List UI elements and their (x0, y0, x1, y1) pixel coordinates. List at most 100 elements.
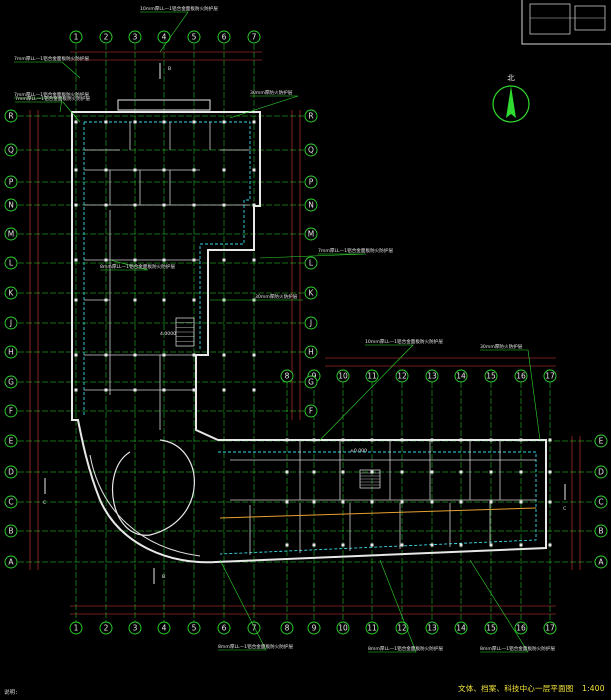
structural-column (370, 438, 374, 442)
axis-bubble-bottom-6-label: 6 (222, 624, 227, 633)
structural-column (162, 388, 166, 392)
axis-bubble-bottom-10-label: 10 (338, 624, 348, 633)
axis-bubble-right-L-circle (304, 256, 318, 270)
structural-column (370, 470, 374, 474)
callout-leader (480, 349, 541, 441)
axis-bubble-top-11-label: 11 (367, 372, 377, 381)
axis-bubble-left-K-label: K (9, 289, 15, 298)
structural-column (192, 168, 196, 172)
axis-bubble-right-K-circle (304, 286, 318, 300)
callout-text-11: 8mm厚LL—1铝合金面板防火防护层 (218, 643, 293, 650)
structural-column (222, 168, 226, 172)
structural-column (489, 500, 493, 504)
axis-bubble-top-9-label: 9 (312, 372, 317, 381)
axis-bubble-right-Q-label: Q (308, 146, 314, 155)
structural-column (285, 500, 289, 504)
annotation-leaders: 7mm厚LL—1铝合金面板防火防护层10mm厚LL—1铝合金面板防火防护层7mm… (14, 5, 555, 653)
callout-leader (100, 259, 149, 271)
structural-column (370, 543, 374, 547)
axis-bubble-right-R-label: R (308, 112, 313, 121)
axis-bubble-left-C-circle (4, 495, 18, 509)
room-level-east: ±0.000 (350, 448, 367, 454)
axis-bubble-bottom-1-label: 1 (74, 624, 79, 633)
structural-column (341, 438, 345, 442)
axis-bubble-right-A-circle (594, 555, 608, 569)
callout-text-4: 30mm厚防火防护层 (250, 89, 293, 96)
callout-leader (259, 253, 367, 259)
structural-column (312, 543, 316, 547)
structural-column (459, 543, 463, 547)
callout-text-10: 30mm厚防火防护层 (480, 343, 523, 350)
axis-bubble-right-K-label: K (309, 289, 315, 298)
axis-bubble-top-13-label: 13 (427, 372, 437, 381)
axis-bubble-bottom-1-circle (69, 621, 83, 635)
axis-bubble-top-1-label: 1 (74, 33, 79, 42)
axis-bubble-right-H-label: H (308, 348, 314, 357)
axis-bubble-bottom-17-label: 17 (545, 624, 555, 633)
axis-bubble-right-P-circle (304, 175, 318, 189)
callout-leader (14, 97, 63, 113)
axis-bubble-left-F-circle (4, 404, 18, 418)
callout-text-8: 30mm厚防火防护层 (255, 293, 298, 300)
axis-bubble-bottom-7-label: 7 (252, 624, 257, 633)
axis-bubble-top-15-circle (484, 369, 498, 383)
structural-column (74, 353, 78, 357)
axis-bubble-right-E-label: E (599, 437, 604, 446)
axis-bubble-right-L-label: L (309, 259, 314, 268)
structural-column (430, 470, 434, 474)
structural-column (312, 470, 316, 474)
callout-leader (368, 559, 417, 653)
axis-bubble-bottom-6-circle (217, 621, 231, 635)
axis-bubble-right-Q-circle (304, 143, 318, 157)
structural-column (252, 120, 256, 124)
callout-leader (140, 11, 189, 53)
axis-bubble-right-J-circle (304, 316, 318, 330)
structural-column (133, 120, 137, 124)
insulation-line (84, 121, 251, 350)
structural-column (162, 203, 166, 207)
axis-bubble-top-5-label: 5 (192, 33, 197, 42)
axis-bubble-top-17-circle (543, 369, 557, 383)
room-partitions (74, 120, 552, 555)
axis-bubble-right-G-label: G (308, 378, 314, 387)
structural-column (74, 120, 78, 124)
callout-text-9: 10mm厚LL—1铝合金面板防火防护层 (365, 338, 443, 345)
axis-bubble-bottom-9-label: 9 (312, 624, 317, 633)
structural-column (519, 438, 523, 442)
axis-bubble-left-L-circle (4, 256, 18, 270)
structural-column (222, 258, 226, 262)
axis-bubble-right-P-label: P (309, 178, 314, 187)
north-arrow: 北 (492, 74, 530, 123)
axis-bubble-bottom-3-label: 3 (133, 624, 138, 633)
callout-leader (469, 559, 529, 653)
axis-bubble-left-M-label: M (8, 230, 14, 239)
structural-column (252, 258, 256, 262)
callout-leader (14, 61, 81, 79)
building-walls (71, 99, 547, 564)
structural-column (400, 438, 404, 442)
axis-bubble-left-D-circle (4, 465, 18, 479)
structural-column (192, 120, 196, 124)
structural-column (252, 168, 256, 172)
structural-column (548, 500, 552, 504)
axis-bubble-top-2-circle (99, 30, 113, 44)
section-b-bottom-label: B (162, 574, 165, 580)
axis-bubble-left-G-label: G (8, 378, 14, 387)
structural-column (430, 543, 434, 547)
axis-bubble-bottom-4-circle (157, 621, 171, 635)
structural-column (252, 353, 256, 357)
axis-bubble-right-N-circle (304, 198, 318, 212)
structural-column (192, 203, 196, 207)
structural-column (192, 388, 196, 392)
axis-bubble-top-4-circle (157, 30, 171, 44)
axis-bubble-left-L-label: L (9, 259, 14, 268)
axis-bubble-bottom-12-label: 12 (397, 624, 407, 633)
exterior-wall (71, 111, 547, 564)
corridor-edge (219, 507, 537, 519)
callout-text-7: 8mm厚LL—1铝合金面板防火防护层 (100, 263, 175, 270)
axis-bubble-left-P-label: P (9, 178, 14, 187)
callout-text-2: 10mm厚LL—1铝合金面板防火防护层 (140, 5, 218, 12)
axis-bubble-bottom-10-circle (336, 621, 350, 635)
axis-bubble-left-K-circle (4, 286, 18, 300)
